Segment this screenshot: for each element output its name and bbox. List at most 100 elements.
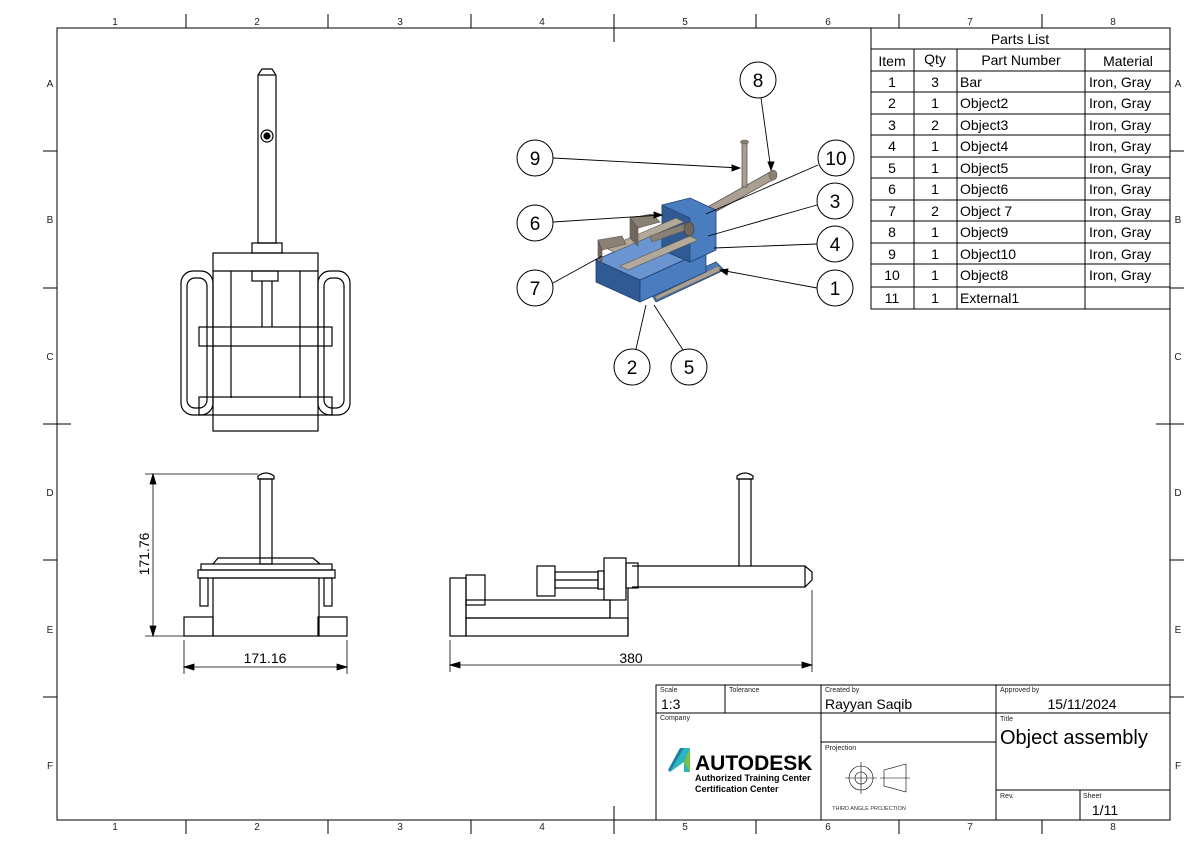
header-material: Material bbox=[1103, 53, 1153, 69]
balloon-2 bbox=[613, 348, 651, 386]
length-dimension: 380 bbox=[619, 650, 643, 666]
logo-subtitle-2: Certification Center bbox=[695, 784, 779, 794]
zone-row-e: E bbox=[47, 625, 54, 636]
parts-row-7-item: 7 bbox=[888, 203, 896, 219]
parts-row-2-part-number: Object2 bbox=[960, 95, 1008, 111]
parts-row-10-item: 10 bbox=[884, 267, 900, 283]
parts-row-5-qty: 1 bbox=[931, 160, 939, 176]
tolerance-label: Tolerance bbox=[729, 687, 759, 694]
created-by-value: Rayyan Saqib bbox=[825, 696, 912, 712]
parts-row-7-part-number: Object 7 bbox=[960, 203, 1012, 219]
top-view bbox=[180, 68, 351, 432]
zone-col-2-bottom: 2 bbox=[254, 822, 260, 833]
parts-row-6-qty: 1 bbox=[931, 181, 939, 197]
balloon-8-label: 8 bbox=[753, 71, 764, 92]
logo-wordmark: AUTODESK bbox=[695, 752, 812, 775]
parts-row-9-material: Iron, Gray bbox=[1089, 246, 1151, 262]
zone-col-7: 7 bbox=[967, 17, 973, 28]
parts-row-9-part-number: Object10 bbox=[960, 246, 1016, 262]
approved-by-label: Approved by bbox=[1000, 687, 1040, 694]
sheet-border bbox=[43, 14, 1184, 834]
parts-row-1-qty: 3 bbox=[931, 74, 939, 90]
parts-row-4-material: Iron, Gray bbox=[1089, 138, 1151, 154]
sheet-number: 1/11 bbox=[1092, 802, 1118, 818]
zone-col-1: 1 bbox=[112, 17, 118, 28]
parts-row-1-item: 1 bbox=[888, 74, 896, 90]
parts-row-3-material: Iron, Gray bbox=[1089, 117, 1151, 133]
side-dimensions bbox=[448, 590, 814, 672]
front-view bbox=[183, 472, 348, 637]
zone-row-c-right: C bbox=[1174, 352, 1181, 363]
parts-row-11-item: 11 bbox=[885, 290, 900, 306]
zone-labels: 1 2 3 4 5 6 7 8 1 2 3 4 5 6 7 8 A B C D … bbox=[46, 17, 1181, 833]
parts-row-3-item: 3 bbox=[888, 117, 896, 133]
zone-row-b-right: B bbox=[1175, 215, 1182, 226]
balloon-4-label: 4 bbox=[830, 235, 841, 256]
parts-row-10-qty: 1 bbox=[931, 267, 939, 283]
parts-row-9-qty: 1 bbox=[931, 246, 939, 262]
zone-col-7-bottom: 7 bbox=[967, 822, 973, 833]
scale-label: Scale bbox=[660, 687, 678, 694]
zone-col-4: 4 bbox=[539, 17, 545, 28]
parts-row-1-material: Iron, Gray bbox=[1089, 74, 1151, 90]
autodesk-logo-icon bbox=[668, 748, 690, 772]
parts-row-8-part-number: Object9 bbox=[960, 224, 1008, 240]
front-dimensions bbox=[145, 472, 349, 674]
parts-list: Parts List Item Qty Part Number Material… bbox=[870, 27, 1171, 310]
scale-value: 1:3 bbox=[661, 696, 681, 712]
zone-row-a-right: A bbox=[1175, 79, 1182, 90]
zone-col-6-bottom: 6 bbox=[825, 822, 831, 833]
parts-row-10-part-number: Object8 bbox=[960, 267, 1008, 283]
balloon-10 bbox=[817, 139, 855, 177]
parts-row-10-material: Iron, Gray bbox=[1089, 267, 1151, 283]
zone-col-3-bottom: 3 bbox=[397, 822, 403, 833]
balloon-4 bbox=[816, 225, 854, 263]
zone-row-d-right: D bbox=[1174, 488, 1181, 499]
zone-col-2: 2 bbox=[254, 17, 260, 28]
zone-col-5-bottom: 5 bbox=[682, 822, 688, 833]
parts-row-1-part-number: Bar bbox=[960, 74, 982, 90]
sheet-label: Sheet bbox=[1083, 793, 1101, 800]
zone-col-8: 8 bbox=[1110, 17, 1116, 28]
balloon-6-label: 6 bbox=[530, 214, 541, 235]
zone-row-b: B bbox=[47, 215, 54, 226]
zone-row-f: F bbox=[47, 761, 53, 772]
zone-col-5: 5 bbox=[682, 17, 688, 28]
height-dimension: 171.76 bbox=[136, 532, 152, 575]
balloons bbox=[516, 61, 855, 386]
balloon-3 bbox=[816, 182, 854, 220]
created-by-label: Created by bbox=[825, 687, 860, 694]
parts-row-6-part-number: Object6 bbox=[960, 181, 1008, 197]
parts-row-2-item: 2 bbox=[888, 95, 896, 111]
projection-caption: THIRD ANGLE PROJECTION bbox=[832, 806, 906, 812]
parts-row-11-part-number: External1 bbox=[960, 290, 1019, 306]
header-item: Item bbox=[878, 53, 905, 69]
parts-row-4-qty: 1 bbox=[931, 138, 939, 154]
parts-row-8-qty: 1 bbox=[931, 224, 939, 240]
zone-col-1-bottom: 1 bbox=[112, 822, 118, 833]
zone-row-a: A bbox=[47, 79, 54, 90]
parts-row-9-item: 9 bbox=[888, 246, 896, 262]
balloon-leaders bbox=[552, 97, 819, 351]
zone-row-e-right: E bbox=[1175, 625, 1182, 636]
parts-row-4-part-number: Object4 bbox=[960, 138, 1008, 154]
parts-row-4-item: 4 bbox=[888, 138, 896, 154]
parts-row-6-material: Iron, Gray bbox=[1089, 181, 1151, 197]
approved-date: 15/11/2024 bbox=[1047, 696, 1116, 712]
parts-row-2-material: Iron, Gray bbox=[1089, 95, 1151, 111]
parts-row-8-item: 8 bbox=[888, 224, 896, 240]
parts-list-title: Parts List bbox=[991, 31, 1049, 47]
balloon-9 bbox=[516, 139, 554, 177]
parts-row-7-qty: 2 bbox=[931, 203, 939, 219]
parts-row-5-material: Iron, Gray bbox=[1089, 160, 1151, 176]
title-block: Scale 1:3 Tolerance Created by Rayyan Sa… bbox=[655, 684, 1171, 821]
balloon-5 bbox=[670, 348, 708, 386]
balloon-6 bbox=[516, 204, 554, 242]
parts-row-3-part-number: Object3 bbox=[960, 117, 1008, 133]
balloon-numbers: 8 9 10 6 3 4 7 1 2 5 bbox=[530, 71, 847, 379]
projection-label: Projection bbox=[825, 745, 856, 752]
side-view bbox=[449, 472, 813, 637]
zone-row-d: D bbox=[46, 488, 53, 499]
parts-row-7-material: Iron, Gray bbox=[1089, 203, 1151, 219]
